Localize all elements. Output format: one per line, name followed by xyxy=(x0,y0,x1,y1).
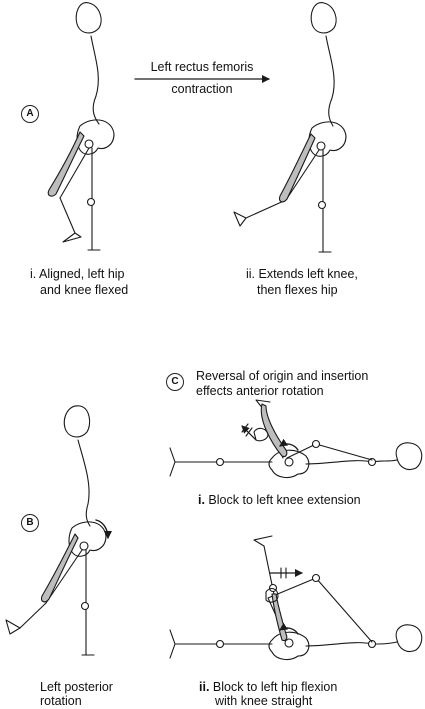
thigh-bone xyxy=(285,149,320,201)
caption-b-line2: rotation xyxy=(40,694,82,708)
hip-joint xyxy=(284,457,294,467)
panel-a-label: A xyxy=(21,105,39,123)
caption-a-ii-line2: then flexes hip xyxy=(257,283,338,297)
anterior-rotation-arrow xyxy=(279,622,299,635)
shin-bone xyxy=(59,197,76,234)
right-leg xyxy=(318,149,332,253)
figure-c-ii xyxy=(169,535,423,661)
panel-c-label: C xyxy=(166,373,184,391)
spine-line xyxy=(77,439,91,527)
patella-shape xyxy=(265,587,279,603)
arrow-label-line2: contraction xyxy=(171,82,233,96)
block-tick-marks xyxy=(241,423,253,437)
head-icon xyxy=(310,2,337,34)
thigh-bone xyxy=(45,549,83,604)
patella-shape xyxy=(253,427,269,442)
knee-joint xyxy=(86,197,96,207)
knee-joint xyxy=(80,601,90,611)
knee-joint-flexed xyxy=(311,439,321,449)
pelvis-shape xyxy=(268,449,310,479)
arrow-label-line1: Left rectus femoris xyxy=(150,60,254,74)
foot xyxy=(253,535,273,547)
anterior-rotation-arrow xyxy=(279,438,299,451)
head-icon xyxy=(395,624,423,653)
hip-joint xyxy=(79,541,89,551)
caption-c-i: i. Block to left knee extension xyxy=(198,493,361,508)
caption-a-i-line1: i. Aligned, left hip xyxy=(30,267,125,281)
pelvis-shape xyxy=(268,631,310,661)
caption-c-ii-line2: with knee straight xyxy=(215,694,313,708)
block-tick-marks xyxy=(280,567,287,579)
caption-b-line1: Left posterior xyxy=(40,680,113,694)
caption-c-ii-text-line1: Block to left hip flexion xyxy=(209,680,338,694)
figure-a-i xyxy=(47,2,115,251)
figure-b xyxy=(5,405,112,656)
knee-joint-flexed xyxy=(311,573,321,583)
hip-joint xyxy=(284,638,294,648)
joint-marker xyxy=(367,457,377,467)
foot xyxy=(5,619,21,635)
shin-bone xyxy=(245,199,287,219)
panel-b-label: B xyxy=(21,514,39,532)
joint-marker xyxy=(367,639,377,649)
knee-joint xyxy=(215,639,225,649)
caption-c-i-num: i. xyxy=(198,493,205,507)
shin-bone xyxy=(19,602,47,629)
foot xyxy=(233,211,247,227)
spine-line xyxy=(90,35,100,125)
thigh-bone xyxy=(59,147,90,199)
spine-line xyxy=(305,641,398,647)
figure-c-i xyxy=(169,399,423,479)
caption-a-ii-line1: ii. Extends left knee, xyxy=(246,267,358,281)
hip-joint xyxy=(316,141,326,151)
caption-a-i-line2: and knee flexed xyxy=(40,283,129,297)
caption-c-ii-line1: ii. Block to left hip flexion xyxy=(199,680,337,695)
panel-c-heading-line2: effects anterior rotation xyxy=(196,384,324,398)
head-icon xyxy=(63,405,91,438)
spine-line xyxy=(325,35,335,127)
rectus-femoris-muscle xyxy=(279,133,316,203)
foot xyxy=(62,232,82,243)
caption-c-ii-num: ii. xyxy=(199,680,210,694)
panel-c-heading-line1: Reversal of origin and insertion xyxy=(196,369,369,383)
knee-joint xyxy=(215,457,225,467)
knee-joint xyxy=(317,200,327,210)
rectus-femoris-muscle xyxy=(41,533,79,603)
head-icon xyxy=(75,2,102,34)
hip-joint xyxy=(84,139,94,149)
thigh-bone xyxy=(286,443,373,461)
spine-line xyxy=(305,459,398,465)
head-icon xyxy=(395,442,423,471)
rotation-arrow xyxy=(95,519,112,539)
rectus-femoris-muscle xyxy=(47,131,85,197)
caption-c-i-text: Block to left knee extension xyxy=(204,493,361,507)
figure-a-ii xyxy=(233,2,347,253)
